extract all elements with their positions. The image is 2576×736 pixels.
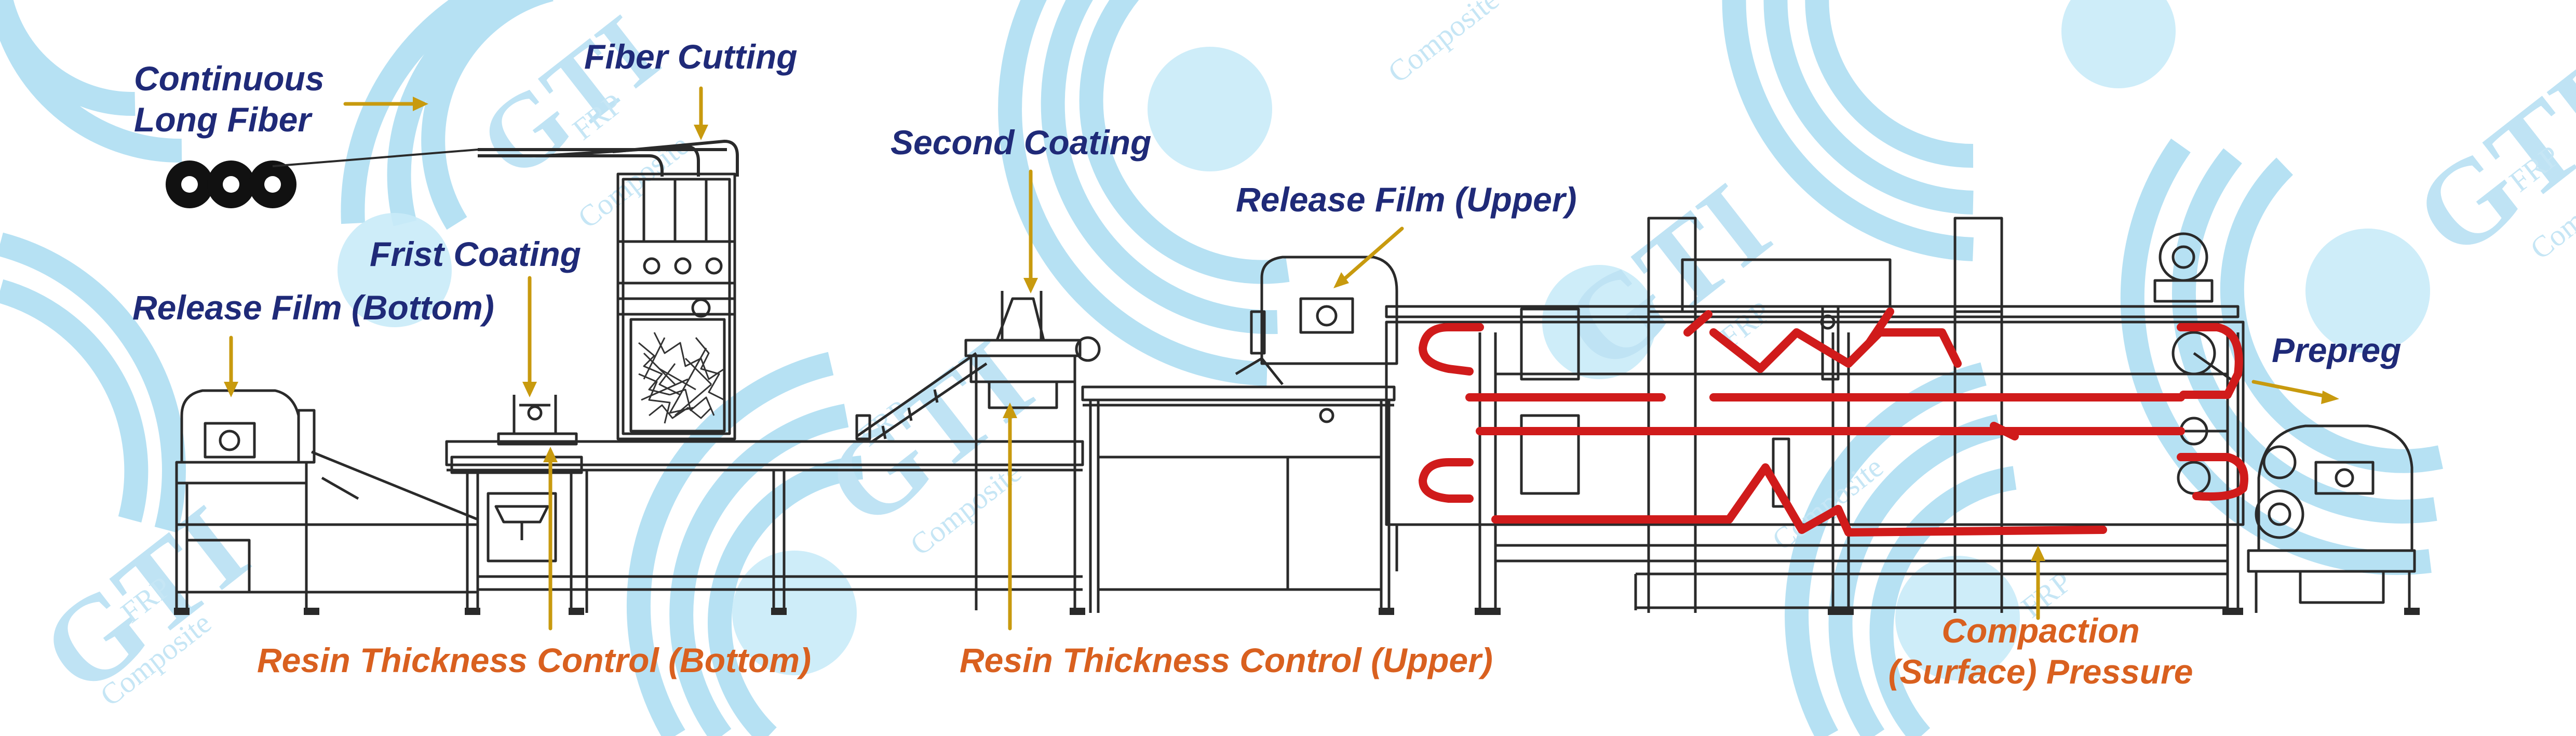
lower-belt-right-loop bbox=[2177, 453, 2248, 501]
label-release-film-bottom: Release Film (Bottom) bbox=[132, 288, 494, 327]
frist-coating-head bbox=[497, 395, 578, 446]
main-bed-frame bbox=[445, 440, 1084, 613]
label-compaction-pressure: Compaction (Surface) Pressure bbox=[1874, 610, 2207, 692]
label-continuous-long-fiber-line2: Long Fiber bbox=[134, 100, 311, 139]
watermark-logo-1 bbox=[626, 352, 864, 736]
label-fiber-cutting: Fiber Cutting bbox=[584, 37, 798, 76]
watermark-globe-1 bbox=[732, 551, 857, 675]
fiber-strand bbox=[272, 149, 478, 167]
watermark-globe-3 bbox=[1895, 556, 2020, 680]
watermark-logo-5 bbox=[341, 0, 554, 230]
outlet-drive-unit bbox=[2153, 232, 2416, 613]
watermark-logo-7 bbox=[0, 232, 186, 533]
label-resin-thickness-bottom: Resin Thickness Control (Bottom) bbox=[257, 641, 812, 679]
label-compaction-pressure-line1: Compaction bbox=[1941, 611, 2140, 650]
fiber-cutting-unit bbox=[616, 172, 736, 440]
watermark-globe-2 bbox=[1148, 47, 1272, 171]
label-release-film-upper: Release Film (Upper) bbox=[1236, 180, 1577, 219]
arrow-prepreg bbox=[2251, 380, 2334, 399]
watermark-logo-8 bbox=[0, 0, 182, 163]
belt-tensioner-link bbox=[1683, 310, 1712, 337]
arrow-release-film-upper bbox=[1338, 226, 1404, 285]
lower-belt-return-run bbox=[1491, 463, 2107, 537]
label-second-coating: Second Coating bbox=[891, 123, 1152, 162]
middle-table bbox=[1081, 385, 1396, 613]
watermark-globe-4 bbox=[2305, 229, 2430, 353]
label-resin-thickness-upper: Resin Thickness Control (Upper) bbox=[960, 641, 1493, 679]
pointer-arrows bbox=[229, 86, 2334, 631]
chopped-fiber-mass bbox=[638, 332, 725, 424]
label-continuous-long-fiber: Continuous Long Fiber bbox=[134, 58, 325, 140]
second-coating-unit bbox=[855, 291, 1101, 610]
label-compaction-pressure-line2: (Surface) Pressure bbox=[1888, 652, 2193, 691]
double-belt-press-frame bbox=[1385, 217, 2245, 613]
release-film-bottom-unit bbox=[175, 389, 478, 610]
upper-belt-right-loop bbox=[2177, 323, 2243, 399]
fiber-feed-pipes bbox=[478, 140, 739, 177]
belt-guide-segment bbox=[1990, 422, 2019, 440]
watermark-globe-7 bbox=[2061, 0, 2176, 88]
label-prepreg: Prepreg bbox=[2272, 331, 2402, 369]
watermark-logo-6 bbox=[1722, 0, 1974, 261]
label-frist-coating: Frist Coating bbox=[370, 235, 581, 273]
arrow-heads bbox=[224, 97, 2339, 561]
lower-belt-left-loop bbox=[1419, 458, 1474, 503]
machine-feet bbox=[174, 608, 2420, 615]
upper-belt-tension-run bbox=[1709, 328, 1962, 373]
belt-tensioner-link-2 bbox=[1865, 307, 1894, 347]
release-film-upper-unit bbox=[1235, 256, 1398, 385]
upper-belt-left-loop bbox=[1419, 323, 1484, 376]
label-continuous-long-fiber-line1: Continuous bbox=[134, 59, 325, 98]
belt-paths bbox=[1419, 307, 2248, 537]
watermark-globe-5 bbox=[338, 213, 452, 327]
watermark-logo-2 bbox=[998, 0, 1290, 386]
